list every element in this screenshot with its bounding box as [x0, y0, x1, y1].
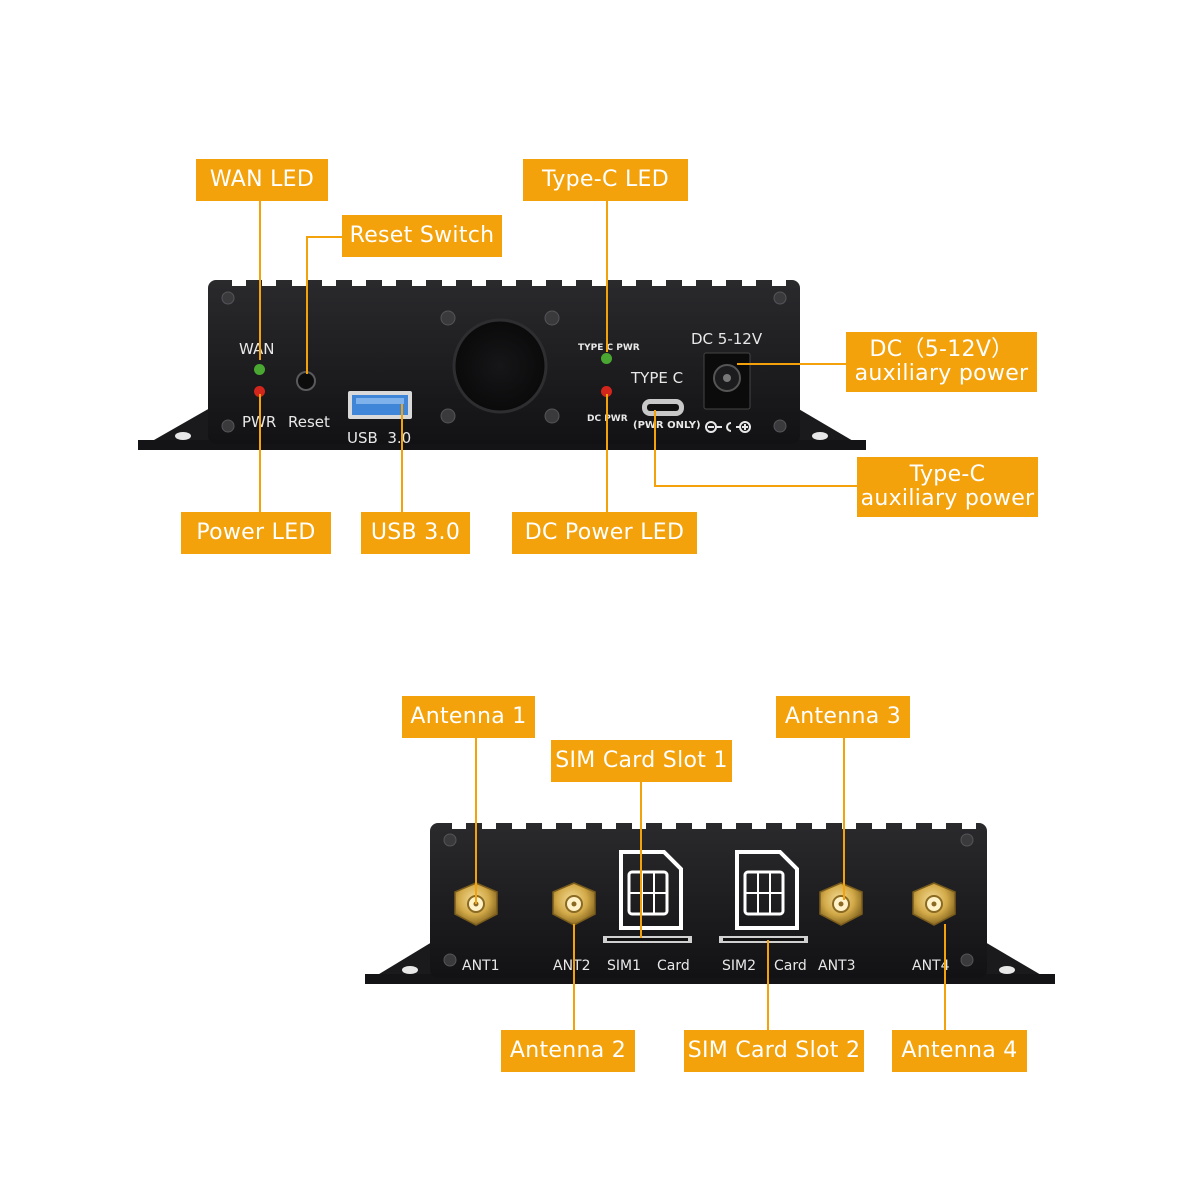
rear-device	[365, 819, 1055, 984]
rear-flange-right	[985, 942, 1053, 984]
silk-dc-voltage: DC 5-12V	[691, 330, 763, 348]
silk-usb: USB 3.0	[347, 429, 412, 447]
silk-card1: Card	[657, 958, 690, 974]
sma-ant1	[454, 882, 498, 926]
callout-reset-switch-text: Reset Switch	[349, 223, 495, 248]
leader-antenna2	[573, 924, 575, 1030]
front-flange-right	[797, 408, 865, 450]
sma-ant3	[819, 882, 863, 926]
front-flange-left	[140, 408, 210, 450]
rear-flange-left	[366, 942, 432, 984]
leader-reset-h	[306, 236, 344, 238]
callout-antenna1-text: Antenna 1	[410, 704, 527, 729]
callout-dc-aux-line1: DC（5-12V）	[869, 337, 1014, 362]
callout-dc-aux-line2: auxiliary power	[854, 361, 1029, 386]
leader-sim-slot2	[767, 940, 769, 1030]
silk-reset: Reset	[288, 413, 330, 431]
wan-led	[254, 364, 265, 375]
callout-usb30-text: USB 3.0	[370, 520, 461, 545]
callout-sim-slot1-text: SIM Card Slot 1	[555, 748, 728, 773]
leader-typec-aux-v	[654, 410, 656, 486]
leader-antenna1	[475, 737, 477, 904]
leader-typec-aux-h	[654, 485, 858, 487]
silk-ant1: ANT1	[462, 958, 500, 974]
silk-ant3: ANT3	[818, 958, 856, 974]
callout-antenna3-text: Antenna 3	[784, 704, 902, 729]
callout-dc-aux-power: DC（5-12V） auxiliary power	[846, 332, 1037, 392]
fan	[452, 318, 548, 414]
leader-antenna3	[843, 737, 845, 900]
sma-ant2	[552, 882, 596, 926]
callout-dc-power-led: DC Power LED	[512, 512, 697, 554]
callout-antenna2-text: Antenna 2	[509, 1038, 627, 1063]
leader-reset-v	[306, 236, 308, 374]
leader-antenna4	[944, 924, 946, 1030]
callout-usb30: USB 3.0	[361, 512, 470, 554]
callout-power-led-text: Power LED	[196, 520, 316, 545]
silk-sim2: SIM2	[722, 958, 757, 974]
silk-type-c: TYPE C	[631, 369, 684, 387]
callout-typec-aux-line1: Type-C	[909, 462, 986, 487]
callout-wan-led-text: WAN LED	[209, 167, 315, 192]
callout-antenna1: Antenna 1	[402, 696, 535, 738]
silk-pwr-only: (PWR ONLY)	[633, 420, 701, 431]
callout-typec-led: Type-C LED	[523, 159, 688, 201]
silk-sim1: SIM1	[607, 958, 642, 974]
leader-typec-led	[606, 200, 608, 352]
leader-wan-led	[259, 200, 261, 360]
silk-card2: Card	[774, 958, 807, 974]
leader-dc-power-led	[606, 394, 608, 512]
silk-wan: WAN	[239, 340, 275, 358]
callout-antenna4-text: Antenna 4	[901, 1038, 1018, 1063]
reset-button-graphic	[296, 371, 316, 391]
sim1-icon	[619, 850, 683, 930]
callout-typec-aux-power: Type-C auxiliary power	[857, 457, 1038, 517]
dc-pwr-led	[601, 386, 612, 397]
silk-ant4: ANT4	[912, 958, 950, 974]
callout-sim-slot1: SIM Card Slot 1	[551, 740, 732, 782]
callout-antenna3: Antenna 3	[776, 696, 910, 738]
sim2-icon	[735, 850, 799, 930]
leader-power-led	[259, 394, 261, 512]
silk-ant2: ANT2	[553, 958, 591, 974]
callout-typec-aux-line2: auxiliary power	[860, 486, 1035, 511]
callout-reset-switch: Reset Switch	[342, 215, 502, 257]
pwr-led	[254, 386, 265, 397]
callout-sim-slot2: SIM Card Slot 2	[684, 1030, 864, 1072]
typec-pwr-led	[601, 353, 612, 364]
front-device	[138, 276, 866, 450]
leader-sim-slot1	[640, 782, 642, 938]
callout-antenna4: Antenna 4	[892, 1030, 1027, 1072]
silk-typec-pwr: TYPE C PWR	[578, 343, 640, 353]
sma-ant4	[912, 882, 956, 926]
callout-dc-power-led-text: DC Power LED	[524, 520, 685, 545]
callout-typec-led-text: Type-C LED	[542, 167, 669, 192]
rear-body	[430, 823, 987, 978]
callout-antenna2: Antenna 2	[501, 1030, 635, 1072]
leader-usb	[401, 404, 403, 512]
callout-wan-led: WAN LED	[196, 159, 328, 201]
callout-power-led: Power LED	[181, 512, 331, 554]
callout-sim-slot2-text: SIM Card Slot 2	[687, 1038, 861, 1063]
leader-dc-aux	[737, 363, 847, 365]
